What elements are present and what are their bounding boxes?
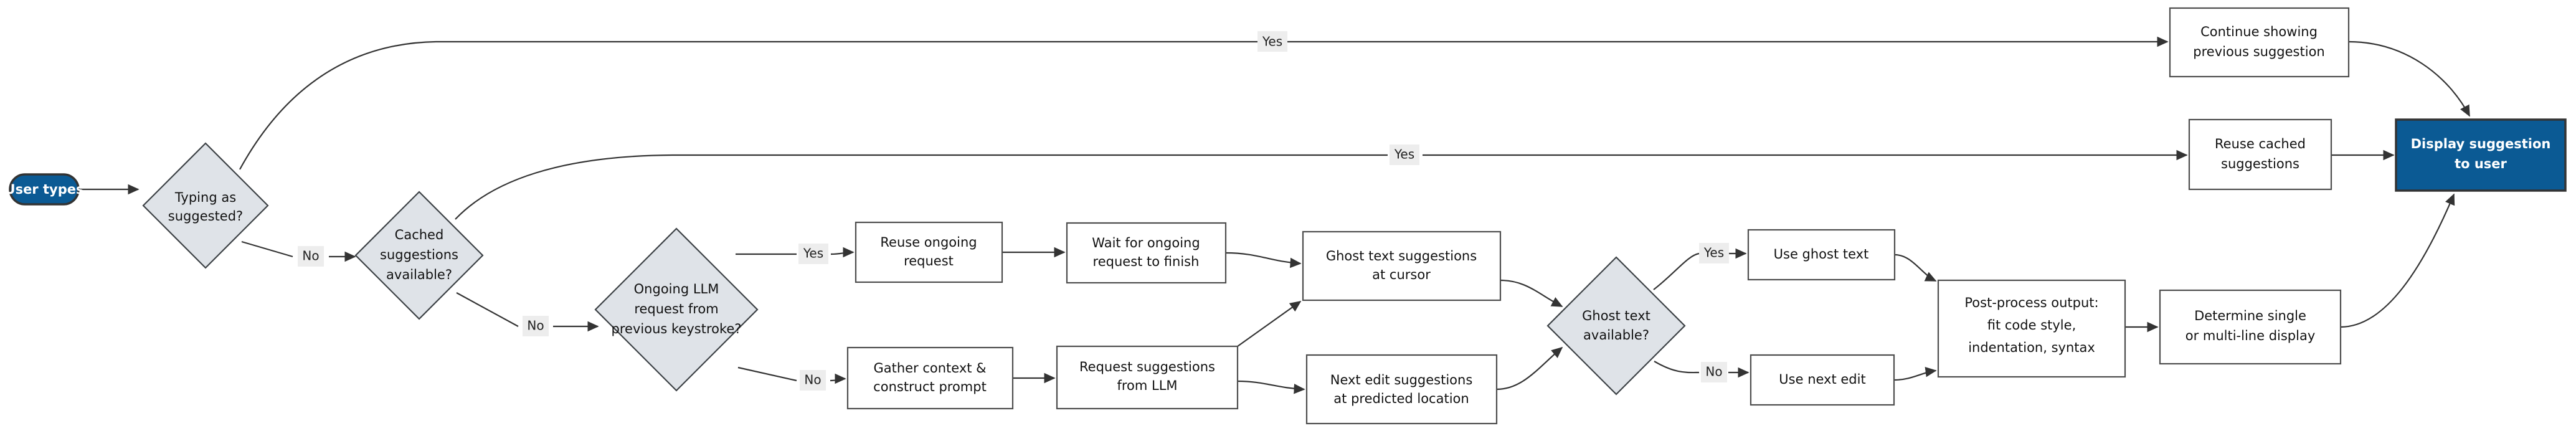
node-determine-display-line2: or multi-line display bbox=[2185, 328, 2316, 343]
edge-label-cached-no: No bbox=[523, 316, 549, 336]
edge-label-cached-yes: Yes bbox=[1390, 145, 1419, 165]
node-typing-as-suggested-line2: suggested? bbox=[168, 209, 243, 224]
node-reuse-ongoing-line1: Reuse ongoing bbox=[880, 235, 977, 250]
edge-use-next-edit-to-post-process bbox=[1893, 366, 1937, 381]
node-determine-display-line1: Determine single bbox=[2194, 308, 2306, 323]
edge-typing-as-yes-to-continue-showing bbox=[239, 36, 2169, 170]
node-gather-context[interactable]: Gather context & construct prompt bbox=[846, 346, 1014, 410]
node-ghost-available-line2: available? bbox=[1583, 328, 1649, 343]
edge-layer bbox=[80, 36, 2470, 394]
node-continue-showing-line2: previous suggestion bbox=[2193, 44, 2324, 59]
edge-label-cached-yes-text: Yes bbox=[1394, 147, 1414, 162]
edge-ongoing-yes-to-reuse-ongoing bbox=[736, 252, 853, 254]
edge-cached-no-to-ongoing-llm bbox=[456, 292, 598, 326]
node-reuse-cached-line2: suggestions bbox=[2221, 156, 2299, 171]
node-ghost-text-sugg-line1: Ghost text suggestions bbox=[1326, 249, 1477, 263]
edge-label-ghost-no: No bbox=[1701, 362, 1727, 382]
node-layer: User types Typing as suggested? Cached s… bbox=[5, 7, 2567, 425]
node-gather-context-line2: construct prompt bbox=[873, 379, 987, 394]
node-user-types-label: User types bbox=[5, 182, 84, 197]
edge-label-ongoing-yes-text: Yes bbox=[803, 246, 823, 261]
edge-label-ghost-yes: Yes bbox=[1699, 243, 1729, 263]
edge-determine-display-to-display-suggestion bbox=[2340, 193, 2455, 328]
node-cached-suggestions-line2: suggestions bbox=[380, 247, 458, 262]
edge-label-layer: Yes No Yes No Yes No bbox=[298, 31, 1729, 391]
node-gather-context-line1: Gather context & bbox=[873, 361, 986, 376]
edge-label-ongoing-no: No bbox=[800, 370, 826, 391]
node-cached-suggestions-available[interactable]: Cached suggestions available? bbox=[354, 191, 484, 320]
node-post-process-line3: indentation, syntax bbox=[1968, 340, 2095, 355]
node-user-types[interactable]: User types bbox=[5, 173, 84, 206]
node-use-next-edit[interactable]: Use next edit bbox=[1750, 354, 1895, 406]
node-cached-suggestions-line1: Cached bbox=[395, 227, 444, 242]
node-ongoing-llm-line1: Ongoing LLM bbox=[634, 282, 719, 296]
node-wait-ongoing-request[interactable]: Wait for ongoing request to finish bbox=[1066, 222, 1227, 284]
node-ongoing-llm-line2: request from bbox=[634, 301, 718, 316]
edge-label-typing-as-no: No bbox=[298, 246, 324, 267]
edge-ghost-no-to-use-next-edit bbox=[1654, 361, 1748, 372]
edge-label-typing-as-yes: Yes bbox=[1257, 31, 1287, 52]
node-ongoing-llm-request[interactable]: Ongoing LLM request from previous keystr… bbox=[594, 227, 759, 392]
node-request-suggestions-llm[interactable]: Request suggestions from LLM bbox=[1056, 345, 1239, 410]
node-ghost-available-line1: Ghost text bbox=[1582, 308, 1650, 323]
node-reuse-cached-suggestions[interactable]: Reuse cached suggestions bbox=[2188, 118, 2332, 191]
node-post-process-output[interactable]: Post-process output: fit code style, ind… bbox=[1937, 279, 2126, 378]
edge-next-edit-to-ghost-available bbox=[1496, 346, 1563, 391]
edge-label-cached-no-text: No bbox=[527, 318, 544, 333]
edge-label-typing-as-no-text: No bbox=[302, 249, 319, 263]
node-request-llm-line1: Request suggestions bbox=[1079, 359, 1215, 374]
node-reuse-ongoing-request[interactable]: Reuse ongoing request bbox=[855, 221, 1003, 283]
edge-label-typing-as-yes-text: Yes bbox=[1262, 34, 1282, 49]
node-determine-display[interactable]: Determine single or multi-line display bbox=[2159, 289, 2342, 365]
node-cached-suggestions-line3: available? bbox=[386, 267, 452, 282]
node-ongoing-llm-line3: previous keystroke? bbox=[612, 321, 742, 336]
node-ghost-text-available[interactable]: Ghost text available? bbox=[1546, 256, 1686, 396]
edge-cached-yes-to-reuse-cached bbox=[455, 155, 2187, 220]
node-use-ghost-text-label: Use ghost text bbox=[1774, 247, 1869, 262]
edge-request-llm-to-ghost-text bbox=[1237, 301, 1302, 347]
edge-continue-showing-to-display-suggestion bbox=[2348, 40, 2470, 117]
edge-ghost-yes-to-use-ghost-text bbox=[1653, 254, 1746, 290]
node-ghost-text-sugg-line2: at cursor bbox=[1372, 267, 1431, 282]
node-use-next-edit-label: Use next edit bbox=[1779, 372, 1865, 387]
node-continue-showing-previous[interactable]: Continue showing previous suggestion bbox=[2169, 7, 2350, 78]
node-post-process-line2: fit code style, bbox=[1987, 318, 2076, 333]
node-display-suggestion-line2: to user bbox=[2455, 156, 2507, 171]
node-post-process-line1: Post-process output: bbox=[1964, 295, 2098, 310]
node-use-ghost-text[interactable]: Use ghost text bbox=[1747, 229, 1896, 281]
edge-label-ongoing-no-text: No bbox=[804, 372, 821, 387]
node-typing-as-suggested-line1: Typing as bbox=[174, 190, 236, 205]
edge-wait-ongoing-to-ghost-text bbox=[1225, 252, 1302, 268]
edge-label-ghost-yes-text: Yes bbox=[1703, 245, 1724, 260]
node-typing-as-suggested[interactable]: Typing as suggested? bbox=[142, 142, 269, 269]
edge-label-ongoing-yes: Yes bbox=[798, 244, 828, 264]
node-wait-ongoing-line2: request to finish bbox=[1093, 254, 1200, 269]
edge-use-ghost-text-to-post-process bbox=[1894, 254, 1937, 282]
edge-request-llm-to-next-edit bbox=[1237, 380, 1305, 394]
node-reuse-ongoing-line2: request bbox=[904, 254, 954, 268]
node-next-edit-sugg-line2: at predicted location bbox=[1333, 391, 1469, 406]
node-next-edit-sugg-line1: Next edit suggestions bbox=[1330, 372, 1473, 387]
edge-typing-as-no-to-cached-available bbox=[241, 240, 355, 257]
edge-ghost-text-to-ghost-available bbox=[1500, 279, 1563, 307]
node-next-edit-suggestions[interactable]: Next edit suggestions at predicted locat… bbox=[1305, 354, 1498, 425]
edge-ongoing-no-to-gather-context bbox=[737, 368, 845, 381]
node-continue-showing-line1: Continue showing bbox=[2200, 24, 2318, 39]
node-reuse-cached-line1: Reuse cached bbox=[2215, 136, 2306, 151]
node-display-suggestion-line1: Display suggestion bbox=[2411, 136, 2551, 151]
node-wait-ongoing-line1: Wait for ongoing bbox=[1092, 235, 1200, 250]
node-display-suggestion-to-user[interactable]: Display suggestion to user bbox=[2395, 118, 2567, 192]
node-ghost-text-suggestions[interactable]: Ghost text suggestions at cursor bbox=[1302, 230, 1502, 301]
edge-label-ghost-no-text: No bbox=[1705, 364, 1722, 379]
node-request-llm-line2: from LLM bbox=[1117, 378, 1177, 393]
